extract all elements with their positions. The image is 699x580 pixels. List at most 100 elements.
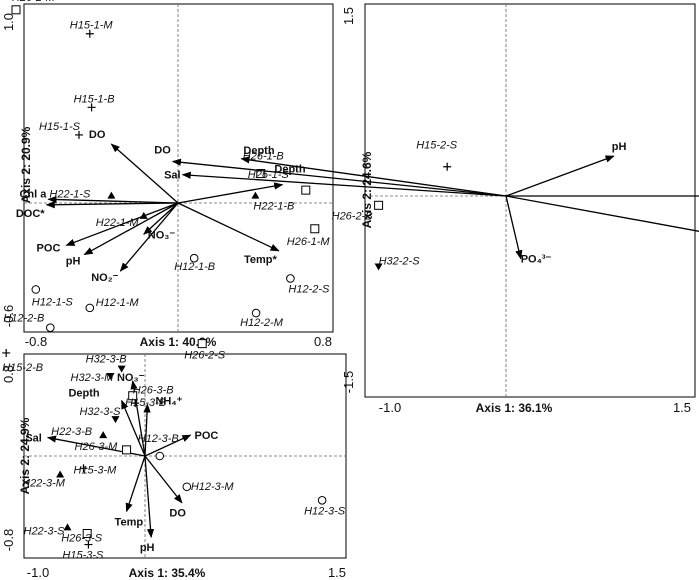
vector-do-label: DO [154, 144, 171, 156]
site-h12-2-m-label: H12-2-M [240, 317, 284, 329]
site-h12-3-m-marker [182, 482, 192, 492]
site-h26-1-s-marker [301, 185, 311, 195]
site-h12-2-s-marker [286, 274, 295, 283]
site-h32-2-s-marker [374, 263, 383, 271]
site-h26-1-m-label: H26-1-M [287, 236, 331, 248]
vector-do-arrow [144, 455, 183, 504]
site-h26-1-b-label: H26-1-B [243, 151, 284, 163]
vector-poc-label: POC [37, 242, 61, 254]
ordination-panel-3: 0.8 -0.8 -1.0 1.5 Axis 1: 35.4% Axis 2: … [1, 353, 347, 580]
site-h12-3-s-marker [317, 495, 327, 505]
x-tick-left: -1.0 [379, 400, 401, 415]
site-h22-3-s-label: H22-3-S [24, 525, 66, 537]
vector-sal-label: Sal [25, 433, 42, 445]
plot-frame [23, 3, 334, 333]
vector-ph-arrow [505, 155, 615, 197]
site-h26-3-s-marker [82, 528, 92, 538]
site-h15-1-b-marker [87, 103, 96, 112]
site-h12-2-b-marker [46, 323, 55, 332]
site-h32-3-b-marker [117, 365, 126, 373]
site-h15-3-b-marker [131, 399, 140, 408]
vector-no3-arrow [143, 202, 179, 235]
vector-po4-3-arrow [505, 195, 523, 260]
y-tick-top: 1.0 [1, 13, 16, 31]
y-tick-top: 1.5 [341, 7, 356, 25]
site-h15-1-s-marker [75, 130, 83, 139]
y-tick-bottom: -1.5 [341, 371, 356, 393]
vector-po4-3-label: PO₄³⁻ [521, 254, 552, 266]
vector-nh4-arrow [143, 403, 151, 457]
vector-chl-a-label: Chl a [19, 188, 47, 200]
vector-no3-label: NO₃⁻ [148, 229, 176, 241]
vector-doc-arrow [45, 201, 179, 209]
site-h15-3-m-label: H15-3-M [74, 464, 118, 476]
y-tick-bottom: -0.8 [1, 529, 16, 551]
site-h15-1-b-label: H15-1-B [74, 93, 115, 105]
vector-no2-label: NO₂⁻ [91, 272, 118, 284]
site-h12-3-s-label: H12-3-S [304, 505, 346, 517]
site-h12-2-b-label: H12-2-B [3, 313, 44, 325]
site-h22-1-m-marker [139, 211, 148, 219]
vector-depth-arrow [177, 182, 284, 204]
site-h12-3-b-label: H12-3-B [138, 433, 179, 445]
x-tick-right: 1.5 [673, 400, 691, 415]
site-h15-3-m-marker [79, 464, 88, 473]
vector-chl-a-arrow [47, 195, 179, 204]
site-h26-2-m-marker [11, 5, 21, 15]
site-h22-3-b-marker [99, 431, 108, 439]
vector-depth-label: Depth [68, 388, 99, 400]
site-h15-3-s-marker [84, 540, 93, 549]
site-h26-3-s-label: H26-3-S [61, 532, 103, 544]
site-h22-1-s-label: H22-1-S [49, 189, 91, 201]
vector-temp-arrow [177, 202, 280, 252]
y-tick-bottom: -0.6 [1, 305, 16, 327]
vector-depth-label: Depth [243, 145, 274, 157]
site-h12-2-s-label: H12-2-S [288, 283, 330, 295]
vector-no2-arrow [119, 202, 179, 272]
vector-depth-arrow [121, 399, 146, 457]
site-h26-3-m-label: H26-3-M [75, 441, 119, 453]
vector-ph-label: pH [66, 256, 81, 268]
site-h15-2-s-label: H15-2-S [416, 140, 458, 152]
site-h15-3-b-label: H15-3-B [125, 397, 166, 409]
site-h22-3-b-label: H22-3-B [51, 426, 92, 438]
site-h12-1-m-marker [85, 303, 95, 313]
site-h32-3-s-label: H32-3-S [79, 406, 121, 418]
vector-do-arrow [171, 158, 507, 197]
x-tick-right: 0.8 [314, 334, 332, 349]
vector-do-arrow [110, 143, 179, 204]
site-h26-3-b-marker [128, 391, 138, 401]
vector-do-label: DO [169, 508, 186, 520]
vector-poc-arrow [144, 434, 192, 457]
vector-poc-label: POC [195, 430, 219, 442]
y-tick-top: 0.8 [1, 365, 16, 383]
vector-sal-arrow [181, 171, 507, 197]
vector-nh4-label: NH₄⁺ [155, 395, 182, 407]
site-h12-1-b-marker [189, 253, 199, 263]
ordination-panel-1: 1.0 -0.6 -0.8 0.8 Axis 1: 40.3% Axis 2: … [1, 3, 334, 349]
x-axis-label: Axis 1: 35.4% [129, 566, 206, 580]
site-h15-2-s-marker [443, 162, 452, 171]
site-h15-1-m-label: H15-1-M [70, 20, 114, 32]
site-h32-3-s-marker [111, 416, 120, 424]
site-h12-3-b-marker [155, 451, 165, 461]
vector-sal-label: Sal [164, 170, 181, 182]
site-h12-1-s-label: H12-1-S [32, 296, 74, 308]
site-h32-3-m-label: H32-3-M [71, 372, 115, 384]
x-axis-label: Axis 1: 40.3% [140, 335, 217, 349]
site-h15-2-b-label: H15-2-B [2, 362, 43, 374]
x-tick-left: -1.0 [27, 565, 49, 580]
site-h15-1-s-label: H15-1-S [39, 121, 81, 133]
vector-depth-arrow [240, 156, 507, 197]
site-h12-1-s-marker [31, 285, 41, 294]
x-tick-left: -0.8 [25, 334, 47, 349]
site-h26-2-b-marker [374, 200, 384, 210]
site-h22-3-m-marker [56, 470, 65, 478]
vector-no3-label: NO₃⁻ [117, 372, 145, 384]
vector-temp-label: Temp* [244, 254, 278, 266]
site-h26-2-m-label: H26-2-M [12, 0, 56, 4]
site-h32-3-b-label: H32-3-B [86, 354, 127, 366]
site-h22-1-s-marker [107, 191, 116, 199]
vector-doc-arrow [505, 195, 699, 232]
